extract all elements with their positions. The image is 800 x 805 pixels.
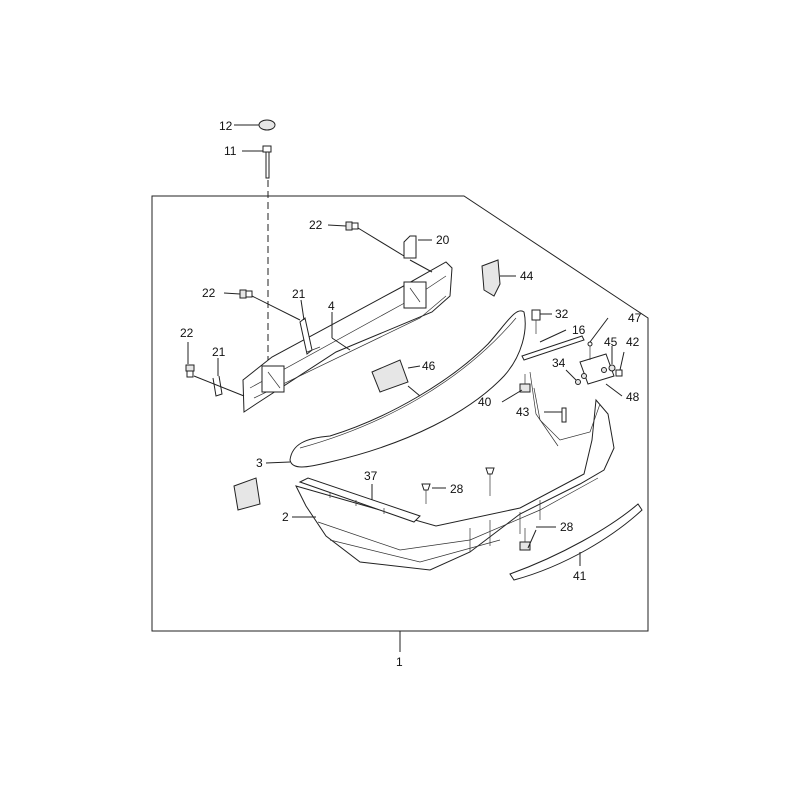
callout-41: 41 (573, 569, 587, 583)
cap-12 (258, 119, 276, 131)
callout-22a: 22 (309, 218, 323, 232)
retainer-32 (531, 309, 541, 334)
callout-4: 4 (328, 299, 335, 313)
callout-45: 45 (604, 335, 618, 349)
callout-40: 40 (478, 395, 492, 409)
callout-21b: 21 (212, 345, 226, 359)
screw-34 (575, 379, 581, 385)
callout-32: 32 (555, 307, 569, 321)
callout-1: 1 (396, 655, 403, 669)
clip-28-right (485, 467, 495, 496)
callout-44: 44 (520, 269, 534, 283)
clip-22-mid (239, 289, 253, 299)
bracket-20 (403, 235, 417, 259)
clip-28-top (421, 483, 431, 504)
block-side (233, 477, 261, 511)
leader-lines (187, 124, 625, 566)
bracket-21-a (299, 317, 321, 355)
callout-47: 47 (628, 311, 642, 325)
callout-46: 46 (422, 359, 436, 373)
callout-16: 16 (572, 323, 586, 337)
bolt-11 (262, 145, 272, 179)
bracket-21-b (212, 375, 223, 397)
callout-labels: 1 2 3 4 11 12 16 20 21 21 22 22 22 28 28… (180, 119, 642, 669)
bracket-16 (521, 335, 585, 361)
nut-42 (615, 369, 623, 377)
callout-34: 34 (552, 356, 566, 370)
callout-11: 11 (224, 144, 237, 158)
screw-47 (587, 341, 593, 360)
reinforcement-beam-4 (242, 261, 453, 413)
callout-20: 20 (436, 233, 450, 247)
callout-12: 12 (219, 119, 233, 133)
callout-28a: 28 (450, 482, 464, 496)
energy-absorber-3 (289, 310, 526, 468)
strip-37 (298, 477, 421, 523)
bumper-fascia-2 (295, 371, 615, 571)
piece-44 (481, 259, 501, 297)
molding-41 (509, 503, 643, 581)
callout-48: 48 (626, 390, 640, 404)
callout-3: 3 (256, 456, 263, 470)
callout-2: 2 (282, 510, 289, 524)
clip-22-left (185, 364, 195, 378)
assembly-frame (151, 195, 649, 632)
callout-37: 37 (364, 469, 378, 483)
pad-46 (371, 359, 409, 393)
bolt-45 (608, 364, 616, 372)
clip-28-bottom (519, 528, 531, 551)
callout-43: 43 (516, 405, 530, 419)
callout-28b: 28 (560, 520, 574, 534)
pin-43 (561, 407, 567, 423)
clip-22-top (345, 221, 359, 231)
callout-22b: 22 (202, 286, 216, 300)
callout-42: 42 (626, 335, 640, 349)
callout-21a: 21 (292, 287, 306, 301)
bracket-48 (579, 353, 615, 385)
callout-22c: 22 (180, 326, 194, 340)
nut-40 (519, 374, 531, 393)
